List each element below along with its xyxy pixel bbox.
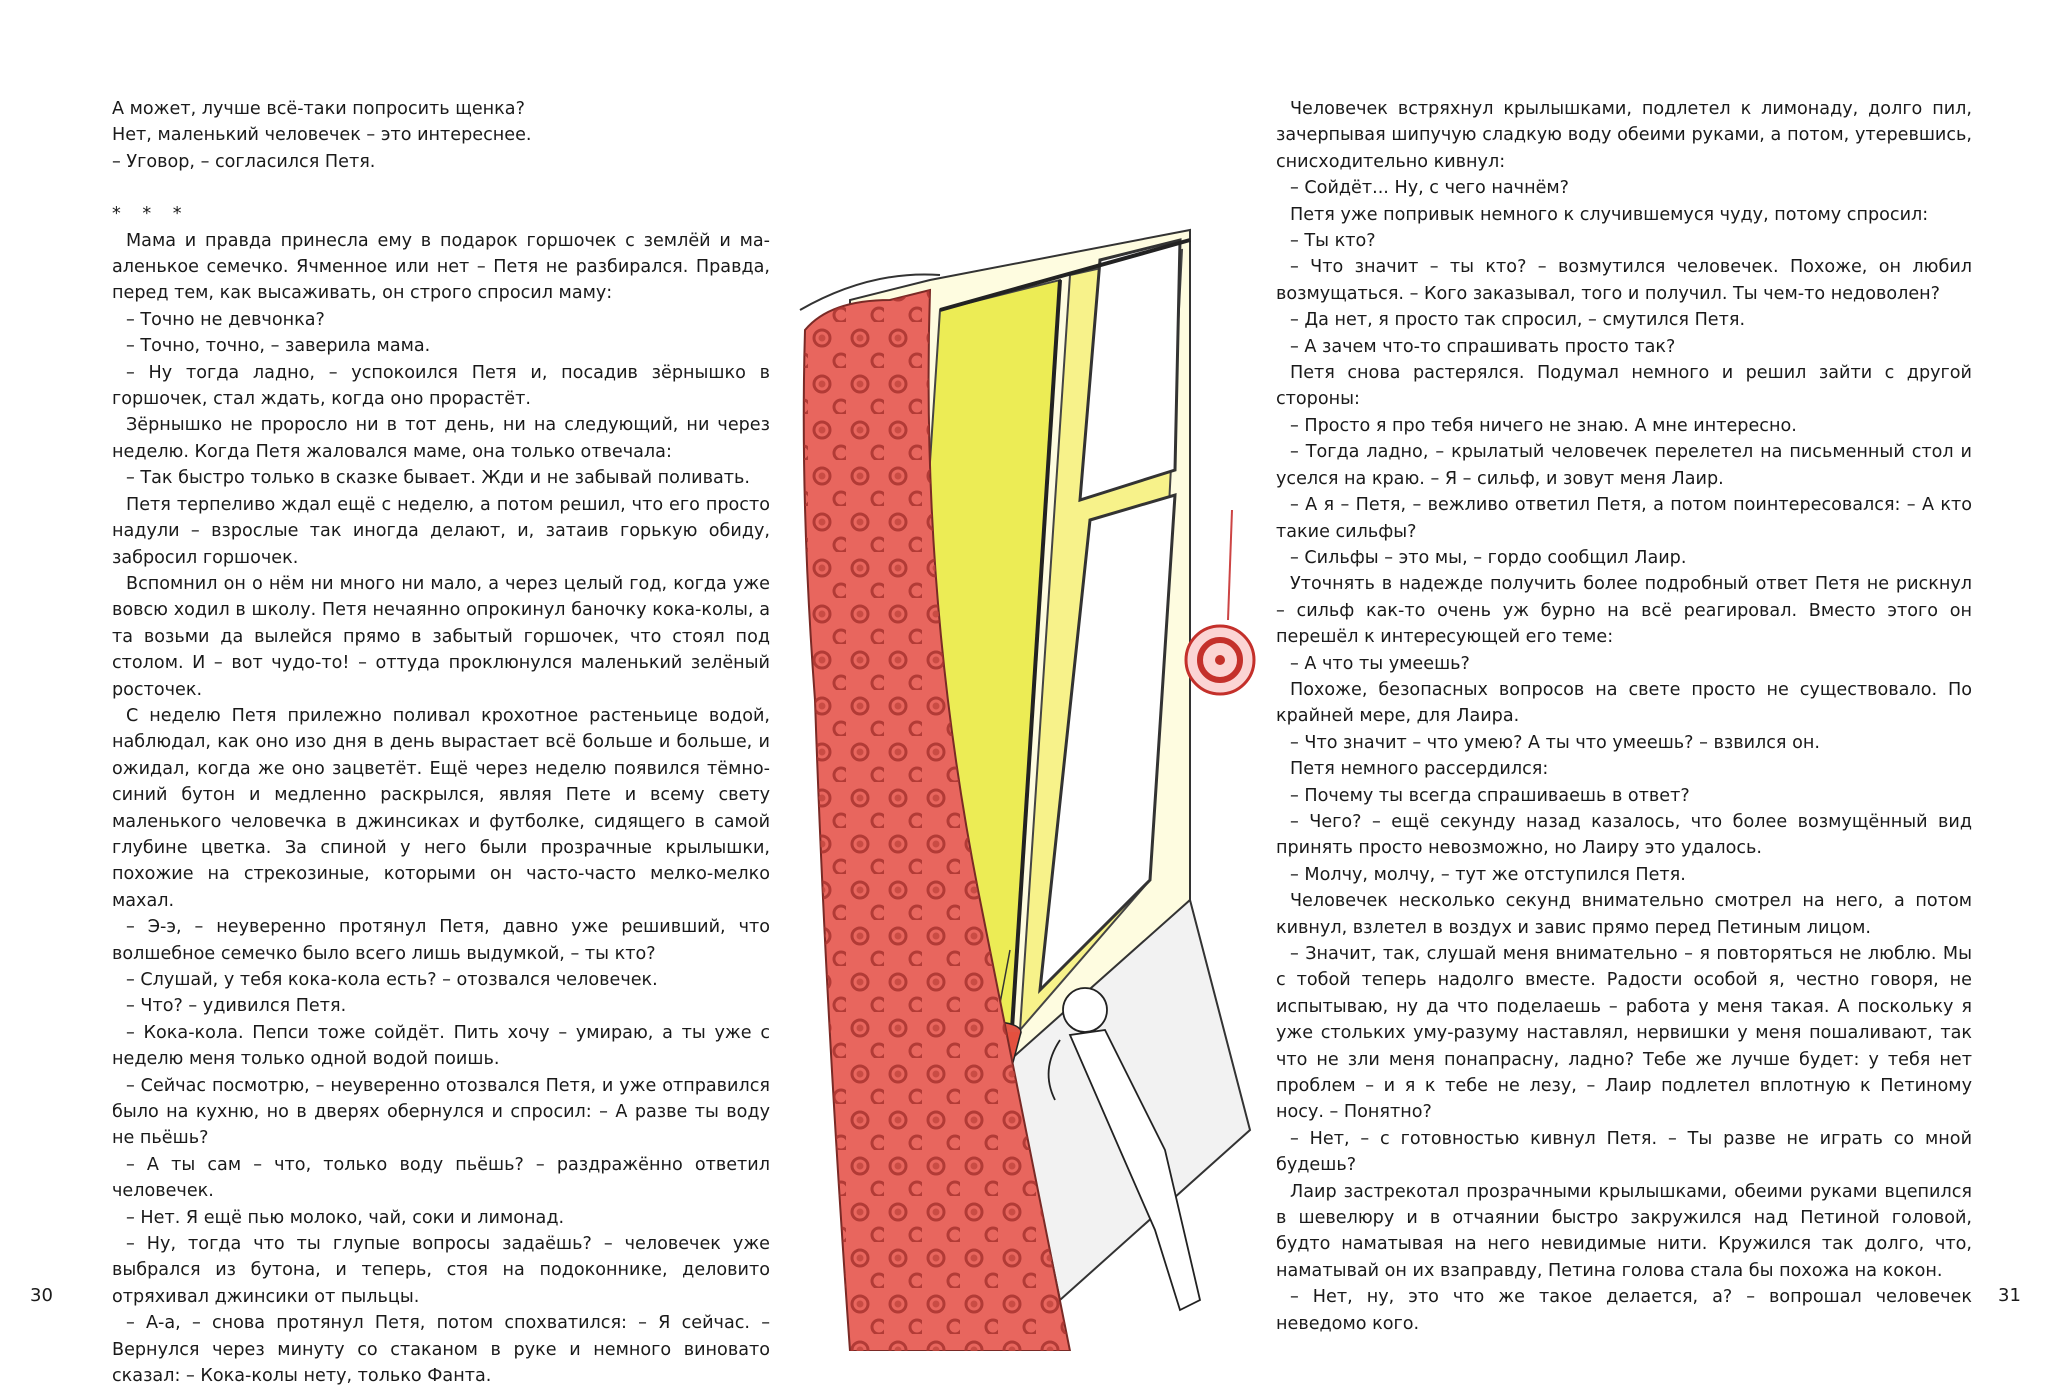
paragraph: – Нет, ну, это что же такое делается, а?… xyxy=(1276,1287,1972,1334)
paragraph: Вспомнил он о нём ни много ни мало, а че… xyxy=(112,573,770,700)
paragraph: – Что значит – что умею? А ты что умеешь… xyxy=(1290,732,1820,753)
paragraph: * * * xyxy=(112,204,190,225)
paragraph: – Сойдёт... Ну, с чего начнём? xyxy=(1290,178,1570,199)
paragraph: – Так быстро только в сказке бывает. Жди… xyxy=(126,468,750,489)
paragraph: Лаир застрекотал прозрачными крылышками,… xyxy=(1276,1181,1972,1281)
dartboard-icon xyxy=(1184,509,1256,696)
page-number-right: 31 xyxy=(1998,1285,2021,1306)
paragraph: – Кока-кола. Пепси тоже сойдёт. Пить хоч… xyxy=(112,1022,770,1070)
paragraph: Нет, маленький человечек – это интересне… xyxy=(112,125,532,146)
paragraph: – Сильфы – это мы, – гордо сообщил Лаир. xyxy=(1290,547,1687,568)
paragraph: Человечек встряхнул крылышками, подлетел… xyxy=(1276,99,1972,172)
paragraph: – Что? – удивился Петя. xyxy=(126,996,347,1017)
paragraph: – Э-э, – неуверенно протянул Петя, давно… xyxy=(112,917,770,964)
paragraph: – Нет. Я ещё пью молоко, чай, соки и лим… xyxy=(126,1207,565,1228)
paragraph: Похоже, безопасных вопросов на свете про… xyxy=(1276,679,1972,727)
paragraph: – Значит, так, слушай меня внимательно –… xyxy=(1276,944,1972,1123)
paragraph: – Чего? – ещё секунду назад казалось, чт… xyxy=(1276,811,1972,859)
paragraph: Мама и правда принесла ему в подарок гор… xyxy=(112,230,770,304)
paragraph: – Да нет, я просто так спросил, – смутил… xyxy=(1290,310,1746,331)
paragraph: – Просто я про тебя ничего не знаю. А мн… xyxy=(1290,415,1797,436)
window-curtain-illustration xyxy=(799,228,1256,1351)
paragraph: – Ты кто? xyxy=(1290,231,1376,252)
paragraph: – Ну тогда ладно, – успокоился Петя и, п… xyxy=(112,362,770,410)
paragraph: Зёрнышко не проросло ни в тот день, ни н… xyxy=(112,415,770,462)
paragraph: Петя терпеливо ждал ещё с неделю, а пото… xyxy=(112,494,770,568)
paragraph: – Точно не девчонка? xyxy=(126,309,325,330)
paragraph: Петя уже попривык немного к случившемуся… xyxy=(1290,204,1929,225)
paragraph: А может, лучше всё-таки попросить щенка? xyxy=(112,99,525,119)
paragraph: – Ну, тогда что ты глупые вопросы задаёш… xyxy=(112,1234,770,1307)
paragraph: С неделю Петя прилежно поливал крохотное… xyxy=(112,705,770,911)
paragraph: Человечек несколько секунд внимательно с… xyxy=(1276,891,1972,938)
paragraph: – Точно, точно, – заверила мама. xyxy=(126,336,431,357)
left-page-text: А может, лучше всё-таки попросить щенка?… xyxy=(112,96,770,1390)
paragraph: – А-а, – снова протянул Петя, потом спох… xyxy=(112,1313,770,1387)
paragraph: – Молчу, молчу, – тут же отступился Петя… xyxy=(1290,864,1686,885)
paragraph: Уточнять в надежде получить более подроб… xyxy=(1276,574,1972,648)
paragraph: – А что ты умеешь? xyxy=(1290,653,1470,674)
page-number-left: 30 xyxy=(30,1285,53,1306)
paragraph: – Нет, – с готовностью кивнул Петя. – Ты… xyxy=(1276,1128,1972,1176)
paragraph: – А зачем что-то спрашивать просто так? xyxy=(1290,336,1676,357)
paragraph: Петя снова растерялся. Подумал немного и… xyxy=(1276,363,1972,410)
paragraph: – Сейчас посмотрю, – неуверенно отозвалс… xyxy=(112,1075,770,1149)
paragraph: – Почему ты всегда спрашиваешь в ответ? xyxy=(1290,785,1690,806)
boy-figure xyxy=(1047,987,1202,1312)
paragraph: – Слушай, у тебя кока-кола есть? – отозв… xyxy=(126,970,658,990)
paragraph: – Что значит – ты кто? – возмутился чело… xyxy=(1276,257,1972,304)
right-page-text: Человечек встряхнул крылышками, подлетел… xyxy=(1276,96,1972,1337)
paragraph: – Уговор, – согласился Петя. xyxy=(112,151,376,172)
paragraph: – Тогда ладно, – крылатый человечек пере… xyxy=(1276,442,1972,489)
paragraph: – А ты сам – что, только воду пьёшь? – р… xyxy=(112,1154,770,1202)
paragraph: – А я – Петя, – вежливо ответил Петя, а … xyxy=(1276,495,1972,542)
paragraph: Петя немного рассердился: xyxy=(1290,759,1549,780)
red-curtain xyxy=(799,273,1072,1351)
